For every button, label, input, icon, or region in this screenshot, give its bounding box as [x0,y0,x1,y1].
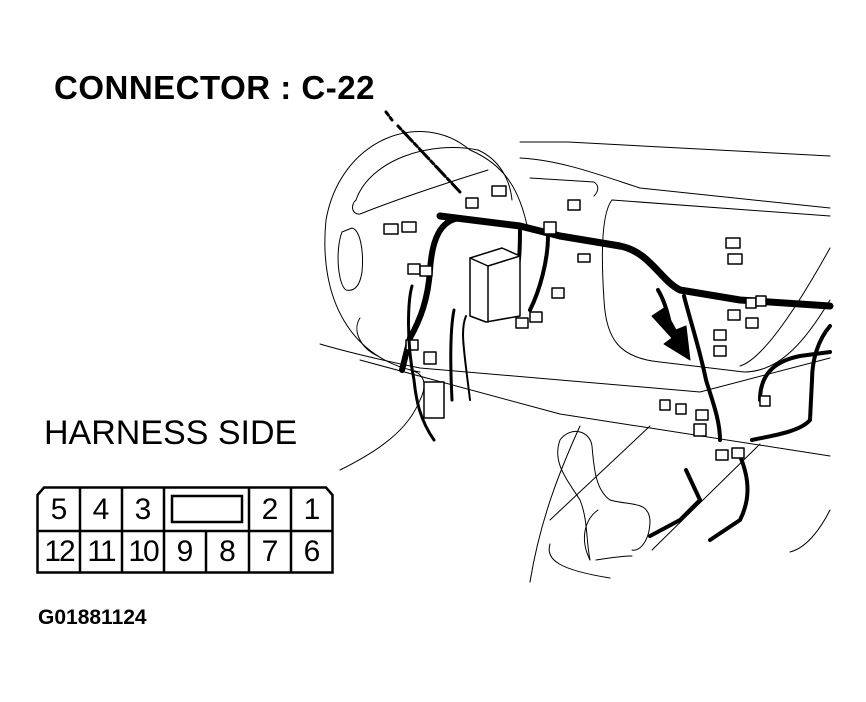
pin-7: 7 [261,535,279,568]
pin-3: 3 [134,493,152,526]
harness-connectors [383,185,771,461]
pin-5: 5 [50,493,68,526]
main-harness [436,212,834,310]
connector-outline [36,486,334,574]
connector-face-diagram: 5 4 3 2 1 12 11 10 9 8 7 6 [36,486,334,574]
leader-line [384,110,462,194]
pin-4: 4 [92,493,110,526]
console-edge-lower [359,359,831,457]
lock-tab [164,489,249,531]
steering-wheel-outer [324,131,471,373]
location-arrow [651,307,691,361]
center-panel [611,199,831,217]
steering-wheel-inner [355,146,513,201]
pin-9: 9 [176,535,194,568]
pin-11: 11 [87,535,116,568]
pin-2: 2 [261,493,279,526]
console-edge-upper [319,343,831,393]
gear-shifter [557,431,651,561]
harness-side-label: HARNESS SIDE [44,414,298,452]
dashboard-top [519,141,831,157]
pin-10: 10 [128,535,159,568]
pin-1: 1 [303,493,321,526]
pin-6: 6 [303,535,321,568]
pin-12: 12 [44,535,75,568]
figure-id: G01881124 [38,606,147,629]
pin-8: 8 [219,535,236,568]
diagram-title: CONNECTOR : C-22 [54,69,375,106]
relay-block [469,247,521,323]
